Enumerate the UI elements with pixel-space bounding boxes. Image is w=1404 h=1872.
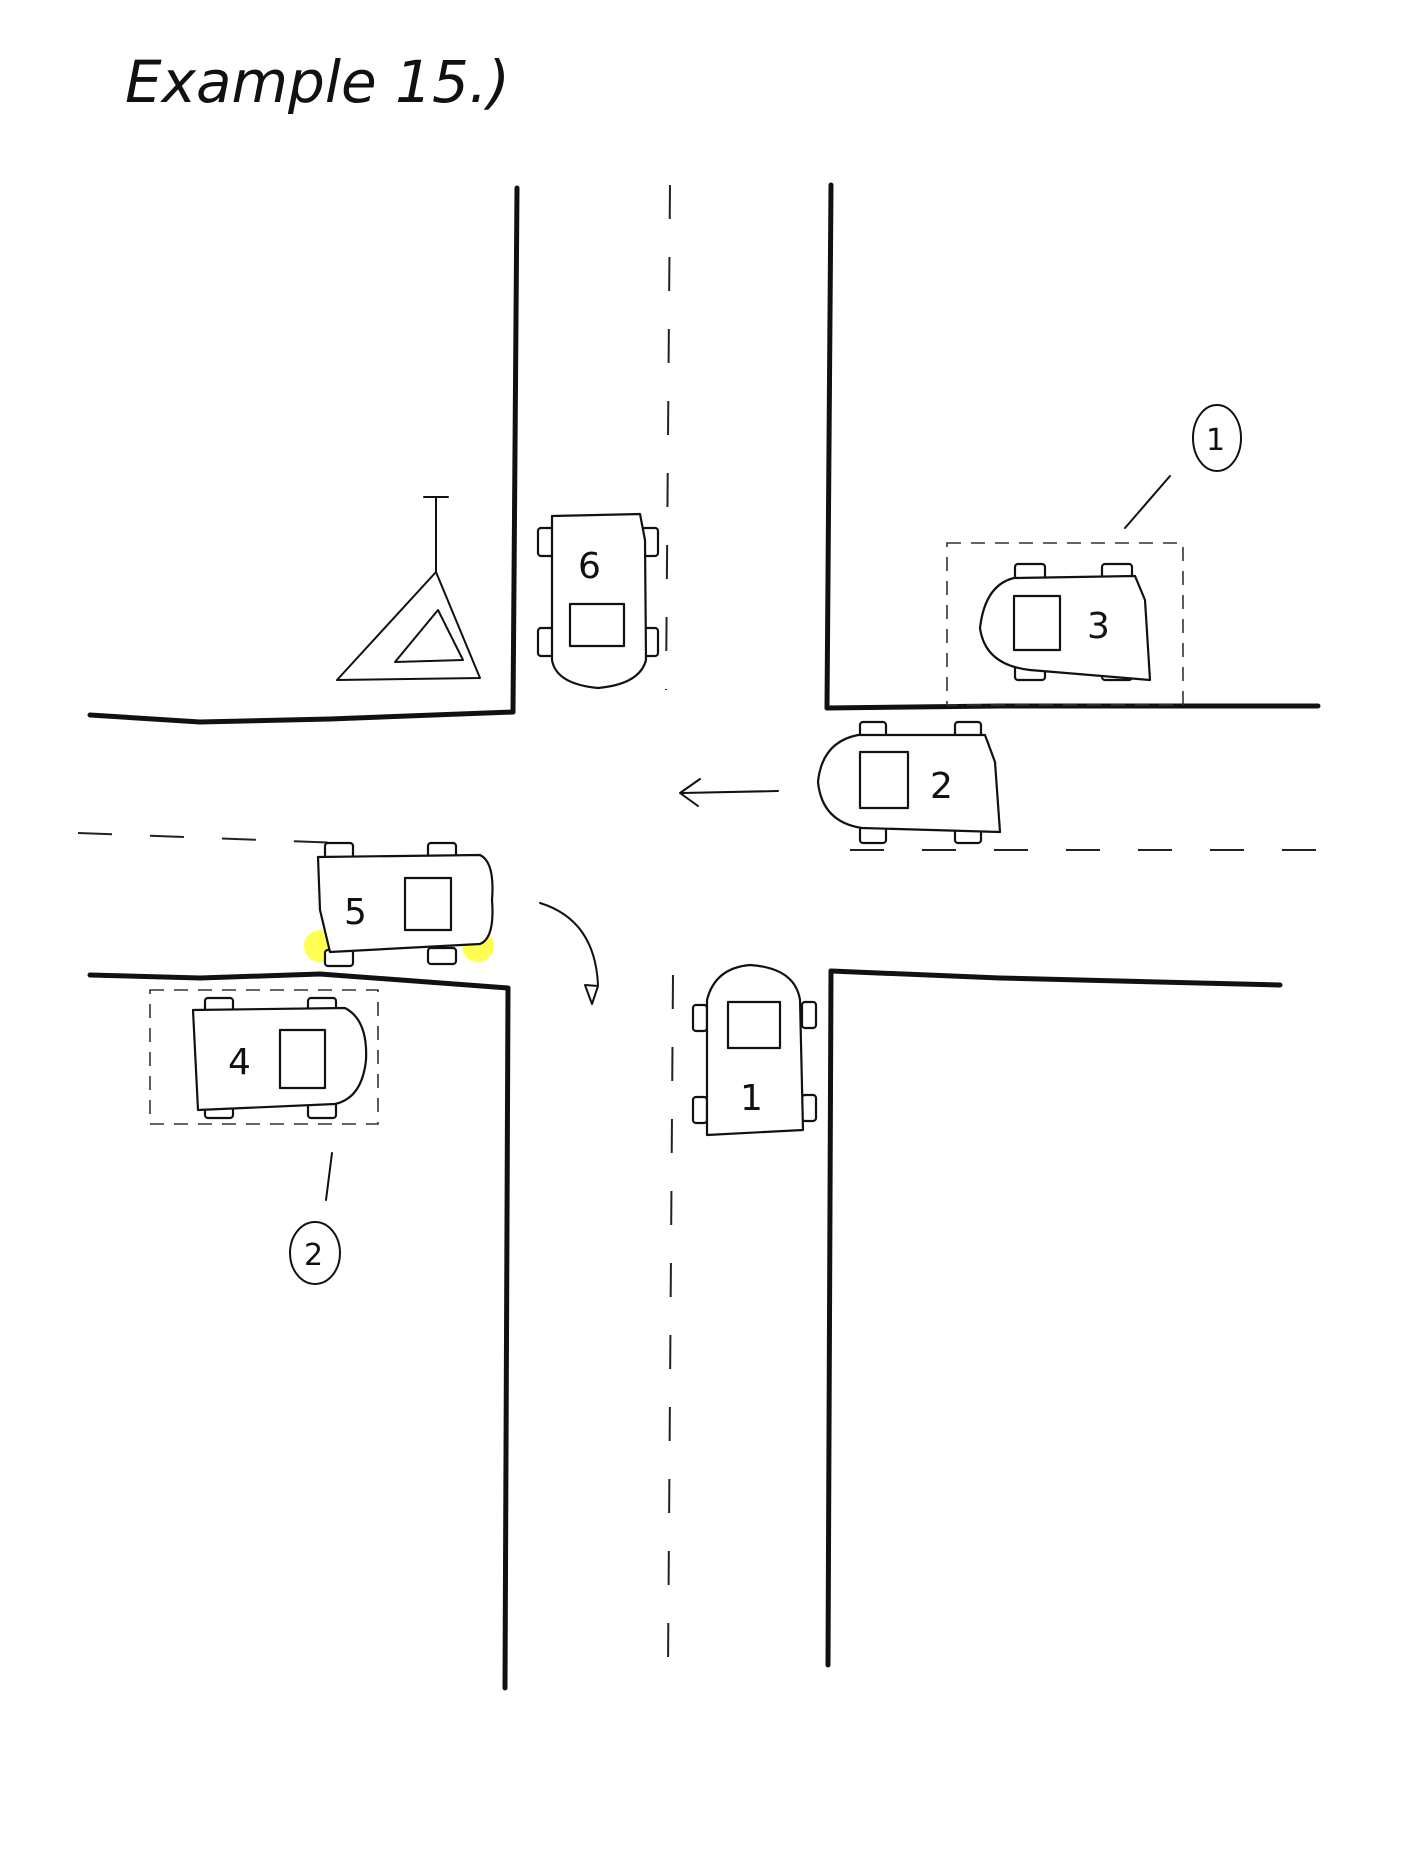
road-edge-upper-right-horizontal [824, 703, 1321, 711]
car-4-label: 4 [228, 1042, 251, 1083]
car-4: 4 [191, 996, 368, 1120]
road-edge-upper-left-vertical [510, 185, 520, 715]
road-edge-upper-left-horizontal [87, 709, 516, 725]
car-6: 6 [536, 512, 660, 690]
car-3: 3 [978, 562, 1152, 682]
car-3-label: 3 [1087, 606, 1110, 647]
callout-1-label: 1 [1206, 423, 1225, 458]
turn-arrow-icon [539, 902, 599, 1005]
center-line-west [77, 832, 341, 844]
callout-2-label: 2 [304, 1238, 323, 1273]
center-line-north [665, 184, 671, 691]
parking-frame-2 [149, 989, 379, 1125]
callout-2: 2 [289, 1152, 341, 1285]
road-edge-lower-left-horizontal [87, 971, 511, 991]
road-edge-lower-right-vertical [825, 968, 834, 1668]
left-arrow-icon [679, 778, 779, 807]
warning-triangle-sign-icon [336, 496, 481, 681]
center-line-south [667, 974, 674, 1669]
road-edge-lower-left-vertical [502, 985, 511, 1691]
page-title: Example 15.) [125, 48, 510, 116]
road-edges [87, 182, 1321, 1691]
center-lines [77, 184, 1352, 1669]
road-edge-upper-right-vertical [824, 182, 834, 711]
car-1-label: 1 [740, 1078, 763, 1119]
car-5: 5 [316, 841, 494, 968]
road-edge-lower-right-horizontal [828, 968, 1283, 988]
callout-1: 1 [1124, 404, 1242, 529]
car-2-label: 2 [930, 766, 953, 807]
car-1: 1 [691, 963, 818, 1137]
car-6-label: 6 [578, 546, 601, 587]
parking-frame-1 [946, 542, 1184, 706]
car-5-label: 5 [344, 892, 367, 933]
car-2: 2 [816, 720, 1002, 845]
